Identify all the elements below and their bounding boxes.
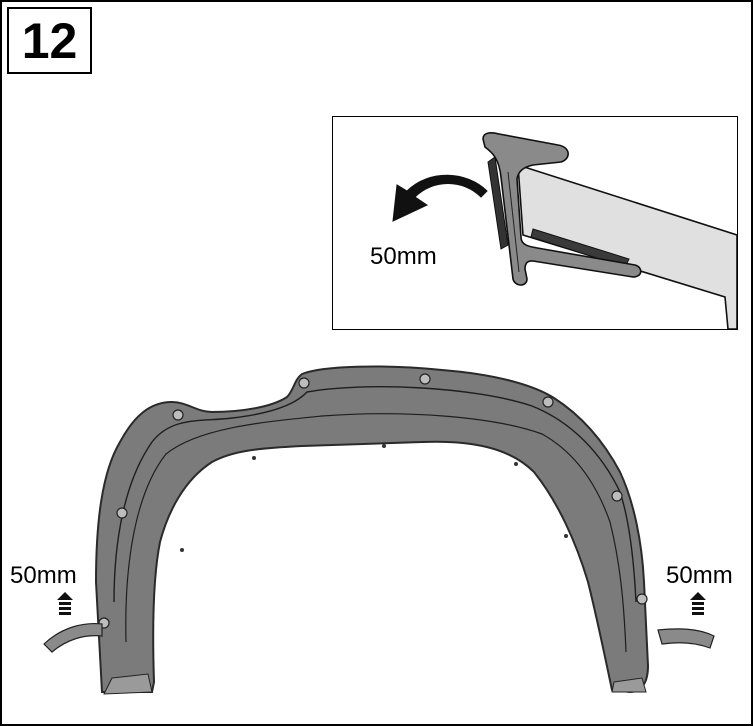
bolt: [419, 373, 431, 385]
bolt: [542, 396, 554, 408]
bolt: [116, 507, 128, 519]
bolt: [172, 409, 184, 421]
detail-illustration: [392, 132, 737, 329]
right-distance-label: 50mm: [666, 562, 733, 589]
seal-strip: [487, 156, 509, 250]
bolt: [611, 490, 623, 502]
dashed-up-arrow-icon: [57, 592, 73, 615]
bolt: [636, 593, 648, 605]
bolt: [298, 377, 310, 389]
dashed-up-arrow-icon: [690, 592, 706, 615]
left-distance-label: 50mm: [10, 562, 77, 589]
profile-inner-line: [507, 171, 520, 273]
flare-trim-profile: [482, 132, 642, 286]
right-seal-peel: [657, 628, 715, 649]
flare-contour-outer: [113, 386, 637, 603]
detail-inset: 50mm: [332, 116, 738, 330]
left-foot-bracket: [103, 673, 153, 695]
fender-flare: [94, 365, 650, 694]
step-number-badge: 12: [7, 7, 92, 74]
mounting-clips: [180, 444, 568, 552]
right-foot-bracket: [611, 677, 647, 693]
body-panel: [517, 163, 737, 329]
step-number: 12: [21, 12, 78, 69]
fastener-bolts: [98, 373, 648, 629]
left-seal-peel: [43, 622, 103, 653]
curved-arrow-left-icon: [392, 174, 488, 222]
flare-contour-inner: [125, 413, 627, 653]
detail-distance-label: 50mm: [370, 243, 437, 270]
